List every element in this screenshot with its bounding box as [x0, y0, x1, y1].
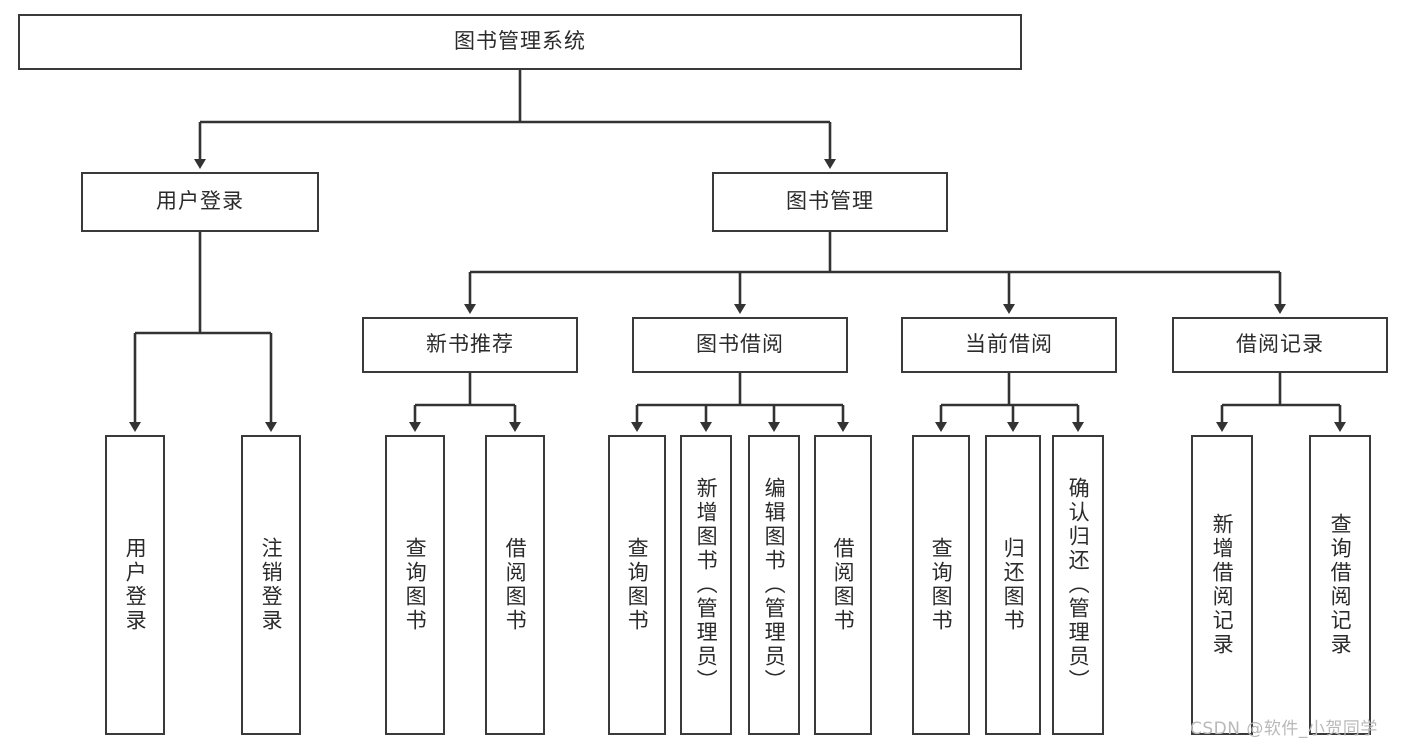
node-user-login-label: 用户登录: [156, 189, 244, 214]
node-leaf-return-book-label: 归还图书: [1001, 537, 1026, 633]
node-leaf-edit-book[interactable]: 编辑图书（管理员）: [748, 435, 800, 735]
node-leaf-logout[interactable]: 注销登录: [241, 435, 301, 735]
node-leaf-borrow-book-rec[interactable]: 借阅图书: [485, 435, 545, 735]
node-leaf-borrow-book-rec-label: 借阅图书: [503, 537, 528, 633]
node-new-book-rec-label: 新书推荐: [426, 332, 514, 357]
node-leaf-borrow-book[interactable]: 借阅图书: [814, 435, 872, 735]
node-root-label: 图书管理系统: [454, 29, 586, 54]
node-book-manage-label: 图书管理: [786, 189, 874, 214]
node-book-manage[interactable]: 图书管理: [712, 172, 948, 232]
node-leaf-return-book[interactable]: 归还图书: [985, 435, 1041, 735]
node-leaf-add-book[interactable]: 新增图书（管理员）: [680, 435, 732, 735]
node-leaf-user-login-label: 用户登录: [123, 537, 148, 633]
node-leaf-add-book-label: 新增图书（管理员）: [694, 477, 719, 693]
node-leaf-borrow-book-label: 借阅图书: [831, 537, 856, 633]
node-leaf-query-record-label: 查询借阅记录: [1328, 513, 1353, 657]
node-leaf-user-login[interactable]: 用户登录: [105, 435, 165, 735]
node-current-borrow[interactable]: 当前借阅: [901, 317, 1117, 373]
node-leaf-add-record-label: 新增借阅记录: [1210, 513, 1235, 657]
node-leaf-confirm-return-label: 确认归还（管理员）: [1066, 477, 1091, 693]
node-borrow-record[interactable]: 借阅记录: [1172, 317, 1388, 373]
node-leaf-query-book-rec-label: 查询图书: [403, 537, 428, 633]
node-new-book-rec[interactable]: 新书推荐: [362, 317, 578, 373]
node-current-borrow-label: 当前借阅: [965, 332, 1053, 357]
node-book-borrow[interactable]: 图书借阅: [632, 317, 848, 373]
csdn-watermark: CSDN @软件_小贺同学: [1190, 719, 1378, 739]
node-leaf-edit-book-label: 编辑图书（管理员）: [762, 477, 787, 693]
node-borrow-record-label: 借阅记录: [1236, 332, 1324, 357]
node-leaf-confirm-return[interactable]: 确认归还（管理员）: [1052, 435, 1104, 735]
node-user-login[interactable]: 用户登录: [81, 172, 319, 232]
node-leaf-add-record[interactable]: 新增借阅记录: [1191, 435, 1253, 735]
node-leaf-query-book-rec[interactable]: 查询图书: [385, 435, 445, 735]
node-leaf-query-record[interactable]: 查询借阅记录: [1309, 435, 1371, 735]
node-leaf-query-book-cur-label: 查询图书: [929, 537, 954, 633]
node-leaf-query-book-borrow-label: 查询图书: [625, 537, 650, 633]
node-leaf-query-book-borrow[interactable]: 查询图书: [608, 435, 666, 735]
node-book-borrow-label: 图书借阅: [696, 332, 784, 357]
node-root[interactable]: 图书管理系统: [18, 14, 1022, 70]
node-leaf-query-book-cur[interactable]: 查询图书: [912, 435, 970, 735]
node-leaf-logout-label: 注销登录: [259, 537, 284, 633]
